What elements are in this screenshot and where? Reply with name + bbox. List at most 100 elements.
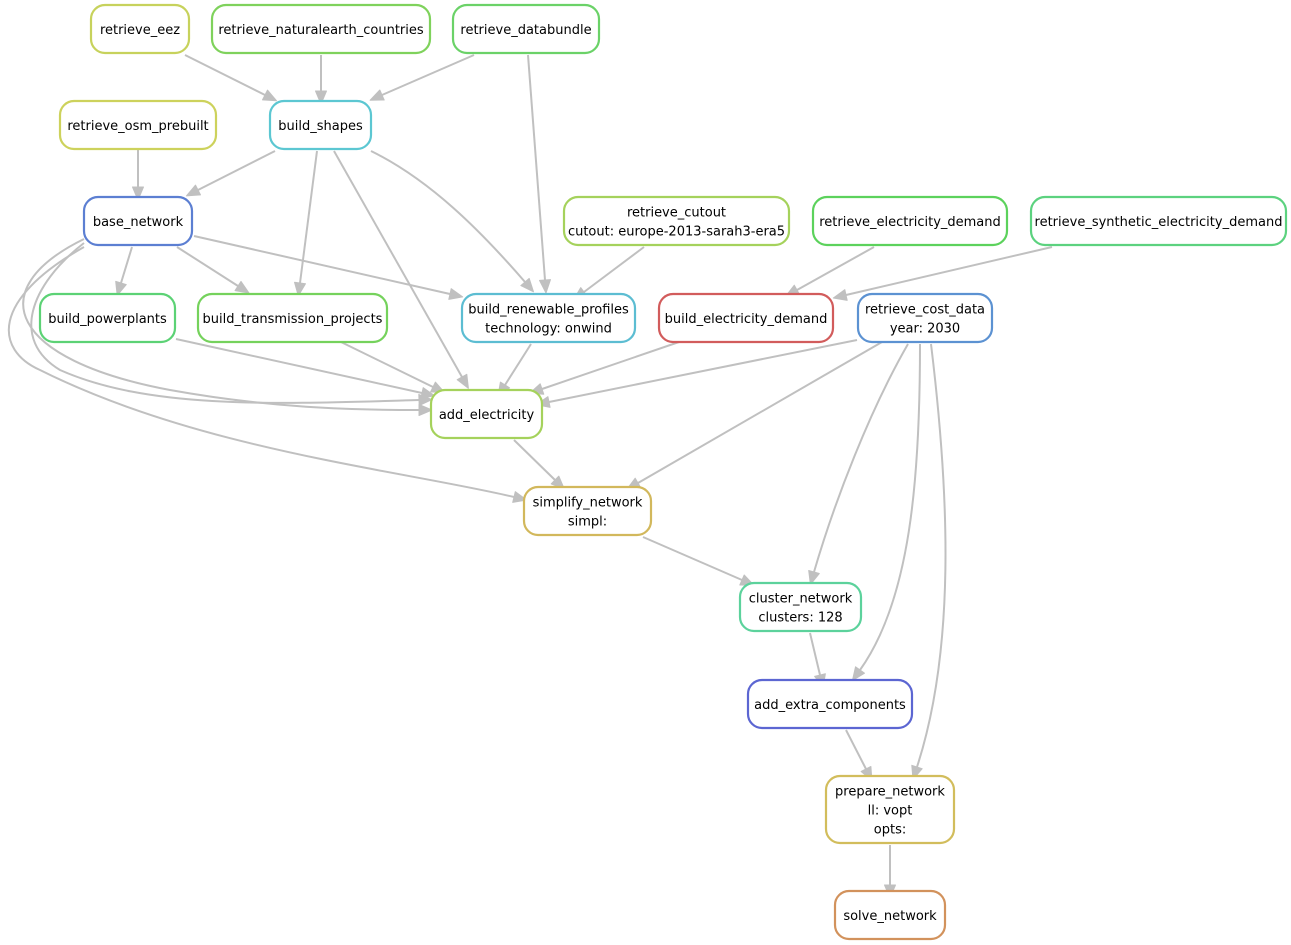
node-param: technology: onwind xyxy=(485,322,612,337)
edge-line xyxy=(175,338,423,394)
node-box xyxy=(38,292,177,344)
node-box xyxy=(562,195,791,247)
node-title: cluster_network xyxy=(749,592,853,607)
edge-line xyxy=(184,54,266,96)
node-box xyxy=(268,99,373,151)
edge-build_powerplants-to-add_electricity xyxy=(175,338,436,399)
node-build-powerplants: build_powerplants xyxy=(38,292,177,344)
edge-retrieve_osm_prebuilt-to-base_network xyxy=(132,149,144,201)
node-param: opts: xyxy=(874,823,906,838)
edge-base_network-to-add_electricity xyxy=(22,238,433,416)
edge-build_electricity_demand-to-add_electricity xyxy=(529,341,680,395)
nodes-layer: retrieve_eez retrieve_naturalearth_countr… xyxy=(38,3,1288,941)
node-retrieve-electricity-demand: retrieve_electricity_demand xyxy=(811,195,1009,247)
edge-line xyxy=(859,343,921,671)
node-box xyxy=(58,99,218,151)
node-title: prepare_network xyxy=(835,785,945,800)
edge-line xyxy=(513,439,556,481)
edge-build_shapes-to-add_electricity xyxy=(333,150,469,389)
edge-line xyxy=(193,235,451,295)
edge-line xyxy=(637,341,883,484)
node-box xyxy=(89,3,191,55)
edge-line xyxy=(370,150,526,283)
node-title: add_electricity xyxy=(439,408,535,423)
node-retrieve-synthetic-electricity-demand: retrieve_synthetic_electricity_demand xyxy=(1029,195,1288,247)
node-box xyxy=(657,292,835,344)
node-title: build_shapes xyxy=(278,119,363,134)
edge-line xyxy=(30,242,420,404)
edge-line xyxy=(845,246,1053,296)
node-title: retrieve_osm_prebuilt xyxy=(67,119,208,134)
arrowhead-icon xyxy=(808,570,820,585)
edge-line xyxy=(340,341,434,388)
node-box xyxy=(833,889,947,941)
edge-base_network-to-build_powerplants xyxy=(115,246,133,296)
node-box xyxy=(460,292,637,344)
node-build-transmission-projects: build_transmission_projects xyxy=(196,292,389,344)
node-box xyxy=(196,292,389,344)
node-title: build_electricity_demand xyxy=(665,312,828,327)
arrowhead-icon xyxy=(456,373,469,389)
node-retrieve-cutout: retrieve_cutout cutout: europe-2013-sarah… xyxy=(562,195,791,247)
arrowhead-icon xyxy=(539,279,551,294)
node-retrieve-eez: retrieve_eez xyxy=(89,3,191,55)
node-box xyxy=(522,485,653,537)
node-title: retrieve_cutout xyxy=(627,206,726,221)
edge-line xyxy=(813,343,909,573)
node-add-electricity: add_electricity xyxy=(429,388,544,440)
node-title: build_transmission_projects xyxy=(203,312,383,327)
edge-line xyxy=(548,339,858,403)
edge-line xyxy=(809,632,821,676)
node-build-electricity-demand: build_electricity_demand xyxy=(657,292,835,344)
node-title: simplify_network xyxy=(533,496,643,511)
node-box xyxy=(856,292,994,344)
arrowhead-icon xyxy=(262,89,278,102)
edge-line xyxy=(583,246,645,293)
edge-retrieve_cutout-to-build_renewable_profiles xyxy=(573,246,645,301)
edge-line xyxy=(541,341,680,390)
edge-retrieve_cost_data-to-simplify_network xyxy=(626,341,883,490)
edge-build_shapes-to-build_renewable_profiles xyxy=(370,150,534,293)
node-title: retrieve_naturalearth_countries xyxy=(218,23,424,38)
edge-retrieve_electricity_demand-to-build_electricity_demand xyxy=(785,246,875,297)
arrowhead-icon xyxy=(294,281,306,297)
node-title: retrieve_databundle xyxy=(460,23,591,38)
node-title: base_network xyxy=(93,215,184,230)
edge-retrieve_databundle-to-build_shapes xyxy=(369,54,475,101)
edge-build_renewable_profiles-to-add_electricity xyxy=(497,343,532,397)
edges-layer xyxy=(7,54,1053,899)
arrowhead-icon xyxy=(315,90,327,105)
edge-line xyxy=(22,238,420,411)
node-param: cutout: europe-2013-sarah3-era5 xyxy=(568,225,785,240)
edge-base_network-to-build_renewable_profiles xyxy=(193,235,464,300)
node-retrieve-databundle: retrieve_databundle xyxy=(451,3,601,55)
arrowhead-icon xyxy=(115,280,127,296)
edge-add_extra_components-to-prepare_network xyxy=(845,729,873,782)
arrowhead-icon xyxy=(520,277,534,293)
edge-line xyxy=(916,343,947,768)
edge-retrieve_databundle-to-build_renewable_profiles xyxy=(527,54,551,294)
edge-add_electricity-to-simplify_network xyxy=(513,439,565,490)
node-box xyxy=(1029,195,1288,247)
arrowhead-icon xyxy=(851,666,865,682)
node-title: retrieve_eez xyxy=(100,23,180,38)
node-title: solve_network xyxy=(843,909,937,924)
edge-line xyxy=(176,246,239,287)
arrowhead-icon xyxy=(420,387,436,399)
edge-retrieve_eez-to-build_shapes xyxy=(184,54,278,102)
node-box xyxy=(429,388,544,440)
edge-simplify_network-to-cluster_network xyxy=(642,536,755,586)
node-box xyxy=(811,195,1009,247)
edge-line xyxy=(197,150,276,191)
edge-line xyxy=(845,729,867,770)
edge-retrieve_naturalearth_countries-to-build_shapes xyxy=(315,55,327,105)
edge-base_network-to-build_transmission_projects xyxy=(176,246,250,294)
arrowhead-icon xyxy=(832,289,848,301)
edge-line xyxy=(527,54,546,281)
arrowhead-icon xyxy=(234,280,250,294)
